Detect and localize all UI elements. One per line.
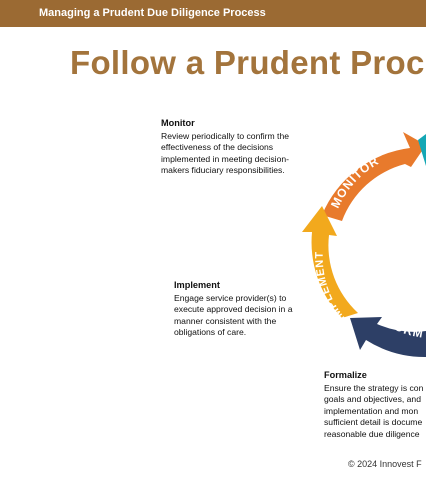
monitor-text-line: Review periodically to confirm the — [161, 130, 290, 141]
monitor-arc — [322, 132, 426, 221]
formalize-text-line: implementation and mon — [324, 405, 419, 416]
formalize-heading: Formalize — [324, 370, 367, 380]
implement-text-line: manner consistent with the — [174, 315, 277, 326]
implement-arc-label: IMPLEMENT — [314, 251, 348, 324]
header-bar: Managing a Prudent Due Diligence Process — [0, 0, 426, 27]
monitor-heading: Monitor — [161, 118, 195, 128]
formalize-text-line: reasonable due diligence — [324, 428, 420, 439]
monitor-text-line: effectiveness of the decisions — [161, 142, 274, 153]
implement-description: Implement Engage service provider(s) to … — [174, 280, 292, 339]
formalize-description: Formalize Ensure the strategy is con goa… — [324, 370, 423, 441]
formalize-arc — [350, 317, 426, 358]
implement-arc — [302, 206, 358, 318]
implement-text-line: execute approved decision in a — [174, 304, 293, 315]
header-title: Managing a Prudent Due Diligence Process — [39, 7, 266, 19]
formalize-text-line: goals and objectives, and — [324, 394, 421, 405]
monitor-text-line: makers fiduciary responsibilities. — [161, 165, 285, 176]
copyright-notice: © 2024 Innovest F — [348, 459, 422, 469]
teal-arc-tip — [418, 134, 426, 166]
formalize-text-line: sufficient detail is docume — [324, 417, 423, 428]
formalize-text-line: Ensure the strategy is con — [324, 382, 424, 393]
implement-text-line: Engage service provider(s) to — [174, 292, 287, 303]
monitor-text-line: implemented in meeting decision- — [161, 153, 290, 164]
page-title: Follow a Prudent Proc — [70, 44, 425, 81]
implement-arc-label-text: IMPLEMENT — [314, 251, 347, 324]
monitor-arc-label-text: MONITOR — [328, 153, 381, 210]
monitor-arc-label: MONITOR — [328, 153, 382, 210]
implement-text-line: obligations of care. — [174, 327, 247, 338]
monitor-description: Monitor Review periodically to confirm t… — [161, 118, 289, 177]
implement-heading: Implement — [174, 280, 220, 290]
